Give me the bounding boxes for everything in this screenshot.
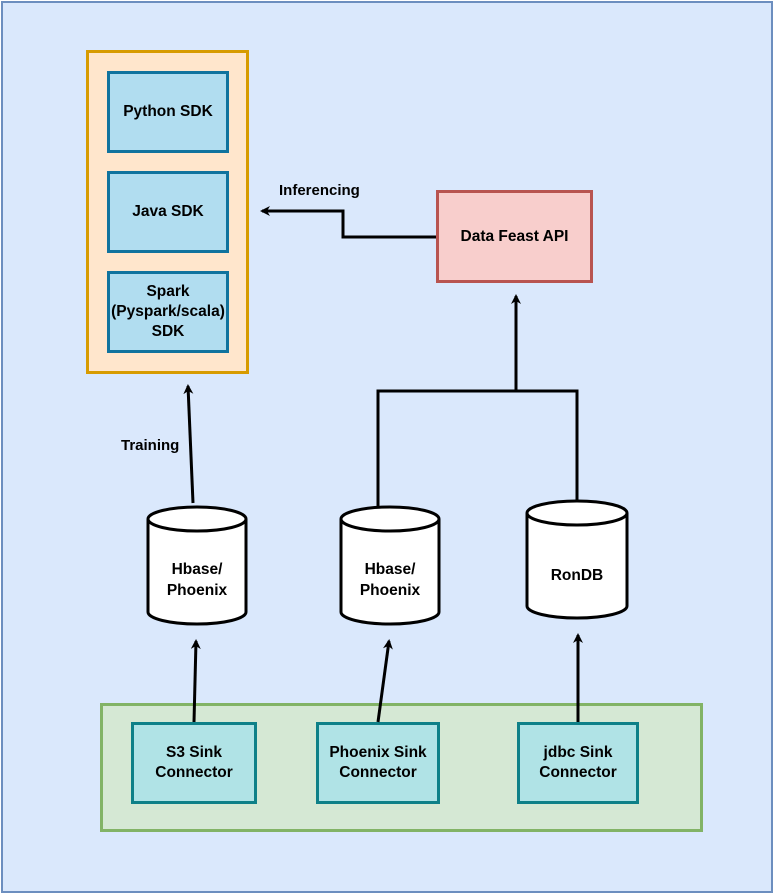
hbase-phoenix-store-1-label: Hbase/ Phoenix <box>166 561 228 599</box>
hbase-phoenix-store-1[interactable] <box>146 505 248 626</box>
s3-sink-connector-box[interactable]: S3 Sink Connector <box>131 722 257 804</box>
s3-to-hbase-arrow <box>190 639 201 723</box>
rondb-store[interactable] <box>525 499 629 620</box>
phoenix-to-hbase-arrow <box>376 639 393 723</box>
java-sdk-label: Java SDK <box>132 203 204 220</box>
python-sdk-box[interactable]: Python SDK <box>107 71 229 153</box>
hbase-phoenix-store-2[interactable] <box>339 505 441 626</box>
rondb-to-api-wire <box>516 389 579 500</box>
phoenix-sink-connector-box[interactable]: Phoenix Sink Connector <box>316 722 440 804</box>
data-feast-api-box[interactable]: Data Feast API <box>436 190 593 283</box>
training-arrow <box>183 384 195 504</box>
data-feast-api-label: Data Feast API <box>460 227 569 245</box>
spark-sdk-box[interactable]: Spark (Pyspark/scala) SDK <box>107 271 229 353</box>
spark-sdk-label: Spark (Pyspark/scala) SDK <box>111 283 225 340</box>
training-label: Training <box>121 437 180 454</box>
inferencing-label: Inferencing <box>279 182 360 199</box>
phoenix-sink-connector-label: Phoenix Sink Connector <box>329 744 427 781</box>
python-sdk-label: Python SDK <box>123 103 213 120</box>
jdbc-sink-connector-label: jdbc Sink Connector <box>539 744 617 781</box>
hbase-phoenix-store-2-label: Hbase/ Phoenix <box>359 561 421 599</box>
jdbc-sink-connector-box[interactable]: jdbc Sink Connector <box>517 722 639 804</box>
inferencing-arrow <box>260 206 436 239</box>
rondb-store-label: RonDB <box>550 566 604 584</box>
s3-sink-connector-label: S3 Sink Connector <box>155 744 233 781</box>
hbase-to-api-wire <box>376 389 516 506</box>
java-sdk-box[interactable]: Java SDK <box>107 171 229 253</box>
